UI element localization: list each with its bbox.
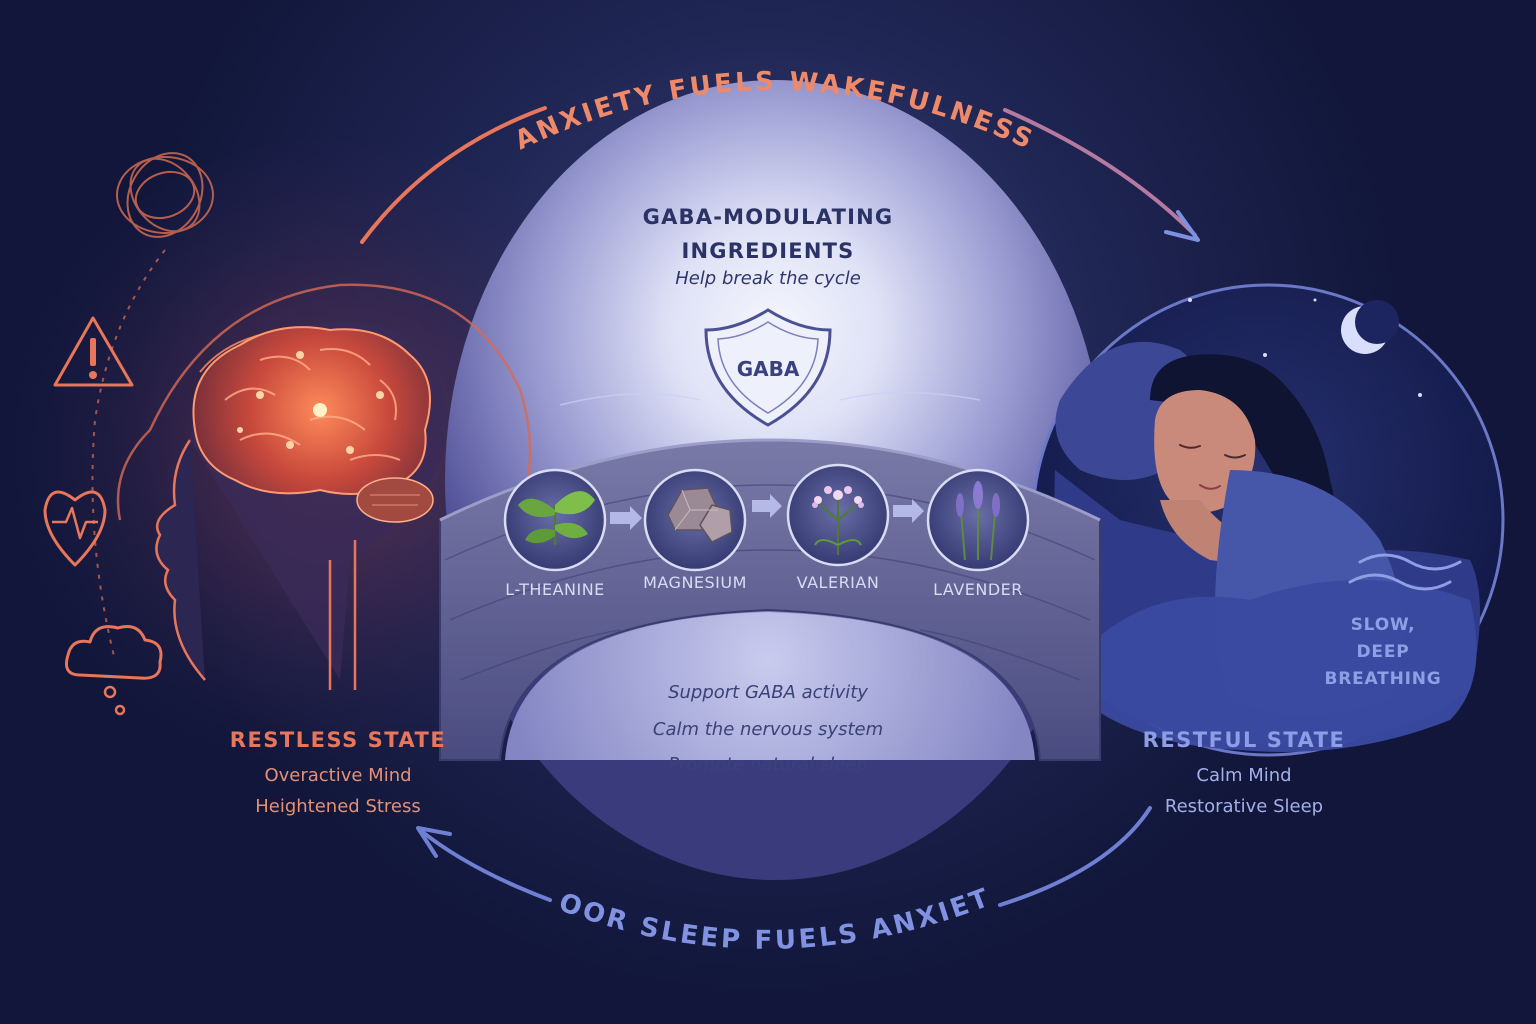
restful-title: RESTFUL STATE	[1094, 728, 1394, 752]
breathing-line-1: SLOW,	[1318, 612, 1448, 639]
breathing-label: SLOW, DEEP BREATHING	[1318, 612, 1448, 693]
breathing-line-2: DEEP	[1318, 639, 1448, 666]
benefit-2: Calm the nervous system	[568, 719, 968, 740]
restful-state: RESTFUL STATE Calm Mind Restorative Slee…	[1094, 728, 1394, 822]
benefit-1: Support GABA activity	[568, 682, 968, 703]
restless-state: RESTLESS STATE Overactive Mind Heightene…	[188, 728, 488, 822]
shield-label: GABA	[737, 357, 800, 381]
ingredient-label-lavender: LAVENDER	[888, 580, 1068, 599]
ingredient-lavender	[928, 470, 1028, 570]
ingredient-valerian	[788, 465, 888, 565]
gaba-ingredients-title: GABA-MODULATING INGREDIENTS	[568, 200, 968, 268]
restless-title: RESTLESS STATE	[188, 728, 488, 752]
title-line-1: GABA-MODULATING	[568, 200, 968, 234]
ingredient-magnesium	[645, 470, 745, 570]
gaba-subtitle: Help break the cycle	[568, 268, 968, 289]
restless-line-1: Overactive Mind	[188, 760, 488, 791]
restless-line-2: Heightened Stress	[188, 791, 488, 822]
ingredient-tea-leaf	[505, 470, 605, 570]
title-line-2: INGREDIENTS	[568, 234, 968, 268]
restful-line-1: Calm Mind	[1094, 760, 1394, 791]
restful-line-2: Restorative Sleep	[1094, 791, 1394, 822]
benefit-3: Promote natural sleep	[568, 754, 968, 775]
breathing-line-3: BREATHING	[1318, 666, 1448, 693]
